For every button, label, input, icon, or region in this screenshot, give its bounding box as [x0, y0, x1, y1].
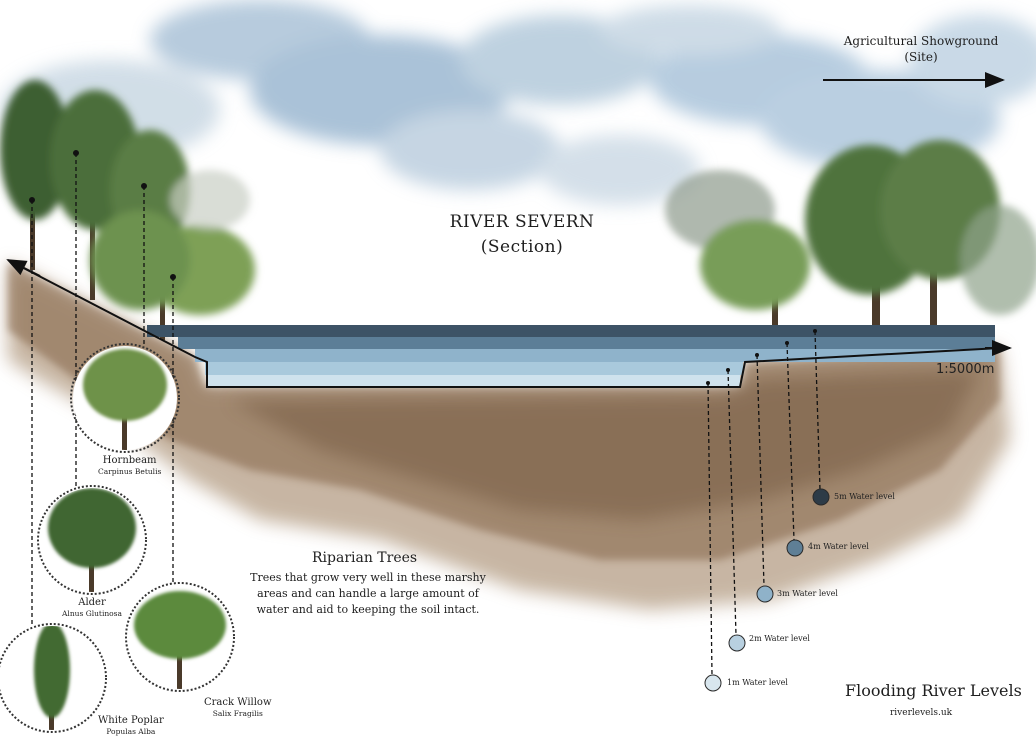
alder-vignette	[37, 485, 147, 595]
tree-label-hornbeam: Hornbeam Carpinus Betulis	[98, 455, 161, 477]
crack-willow-vignette	[125, 582, 235, 692]
ground-arrow-left	[6, 259, 41, 277]
site-label: Agricultural Showground (Site)	[836, 33, 1006, 65]
tree-latin-name: Carpinus Betulis	[98, 467, 162, 476]
water-level-label-3m: 3m Water level	[777, 589, 838, 598]
white-poplar-vignette	[0, 623, 107, 733]
title-line-2: (Section)	[480, 237, 564, 257]
site-label-line-2: (Site)	[904, 50, 938, 64]
river-water	[147, 325, 995, 387]
hornbeam-vignette	[70, 343, 180, 453]
water-level-marker	[756, 585, 774, 603]
title-line-1: RIVER SEVERN	[449, 212, 595, 232]
water-level-marker	[728, 634, 746, 652]
tree-common-name: Crack Willow	[204, 697, 272, 708]
tree-leader-dots	[29, 150, 176, 280]
tree-label-crack-willow: Crack Willow Salix Fragilis	[204, 697, 272, 719]
water-level-label-4m: 4m Water level	[808, 542, 869, 551]
tree-latin-name: Populas Alba	[106, 727, 156, 736]
water-level-marker	[812, 488, 830, 506]
water-level-label-2m: 2m Water level	[749, 634, 810, 643]
water-level-marker	[786, 539, 804, 557]
tree-leader-lines	[31, 153, 174, 625]
tree-common-name: Hornbeam	[102, 455, 157, 466]
tree-common-name: Alder	[78, 597, 106, 608]
ground-profile-line	[11, 261, 1001, 388]
tree-latin-name: Alnus Glutinosa	[62, 609, 123, 618]
right-tree-group	[665, 140, 1036, 355]
riparian-description: Trees that grow very well in these marsh…	[250, 571, 486, 616]
tree-common-name: White Poplar	[98, 715, 164, 726]
water-level-markers	[704, 488, 830, 692]
water-level-leaders	[707, 330, 821, 676]
water-level-label-1m: 1m Water level	[727, 678, 788, 687]
water-level-marker	[704, 674, 722, 692]
flooding-levels-title: Flooding River Levels	[845, 681, 1022, 700]
water-level-label-5m: 5m Water level	[834, 492, 895, 501]
scale-label: 1:5000m	[936, 362, 995, 377]
site-label-line-1: Agricultural Showground	[843, 34, 999, 48]
riparian-heading: Riparian Trees	[312, 550, 418, 566]
tree-label-alder: Alder Alnus Glutinosa	[62, 597, 122, 619]
tree-label-white-poplar: White Poplar Populas Alba	[98, 715, 164, 737]
soil-layer	[8, 262, 1010, 610]
tree-latin-name: Salix Fragilis	[212, 709, 263, 718]
source-credit: riverlevels.uk	[890, 708, 953, 718]
diagram-title: RIVER SEVERN (Section)	[432, 210, 612, 260]
